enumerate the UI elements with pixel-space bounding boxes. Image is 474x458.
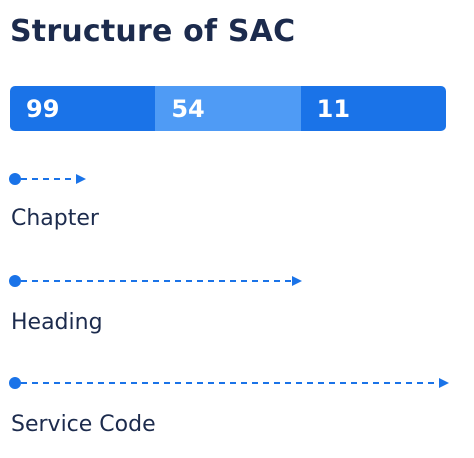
chapter-arrow-head	[76, 174, 86, 184]
heading-arrow	[9, 275, 302, 287]
chapter-arrow-dot	[9, 173, 21, 185]
service-code-arrow-dot	[9, 377, 21, 389]
service-code-arrow	[9, 377, 449, 389]
chapter-label: Chapter	[11, 206, 99, 231]
digit-structure-bar: 99 54 11	[10, 86, 446, 131]
heading-arrow-head	[292, 276, 302, 286]
segment-chapter-digits: 99	[10, 86, 156, 131]
segment-heading-digits: 54	[155, 86, 301, 131]
service-code-label: Service Code	[11, 412, 156, 437]
chapter-arrow	[9, 173, 86, 185]
heading-arrow-dot	[9, 275, 21, 287]
heading-label: Heading	[11, 310, 103, 335]
service-code-arrow-head	[439, 378, 449, 388]
segment-service-digits: 11	[300, 86, 446, 131]
page-title: Structure of SAC	[10, 14, 296, 49]
